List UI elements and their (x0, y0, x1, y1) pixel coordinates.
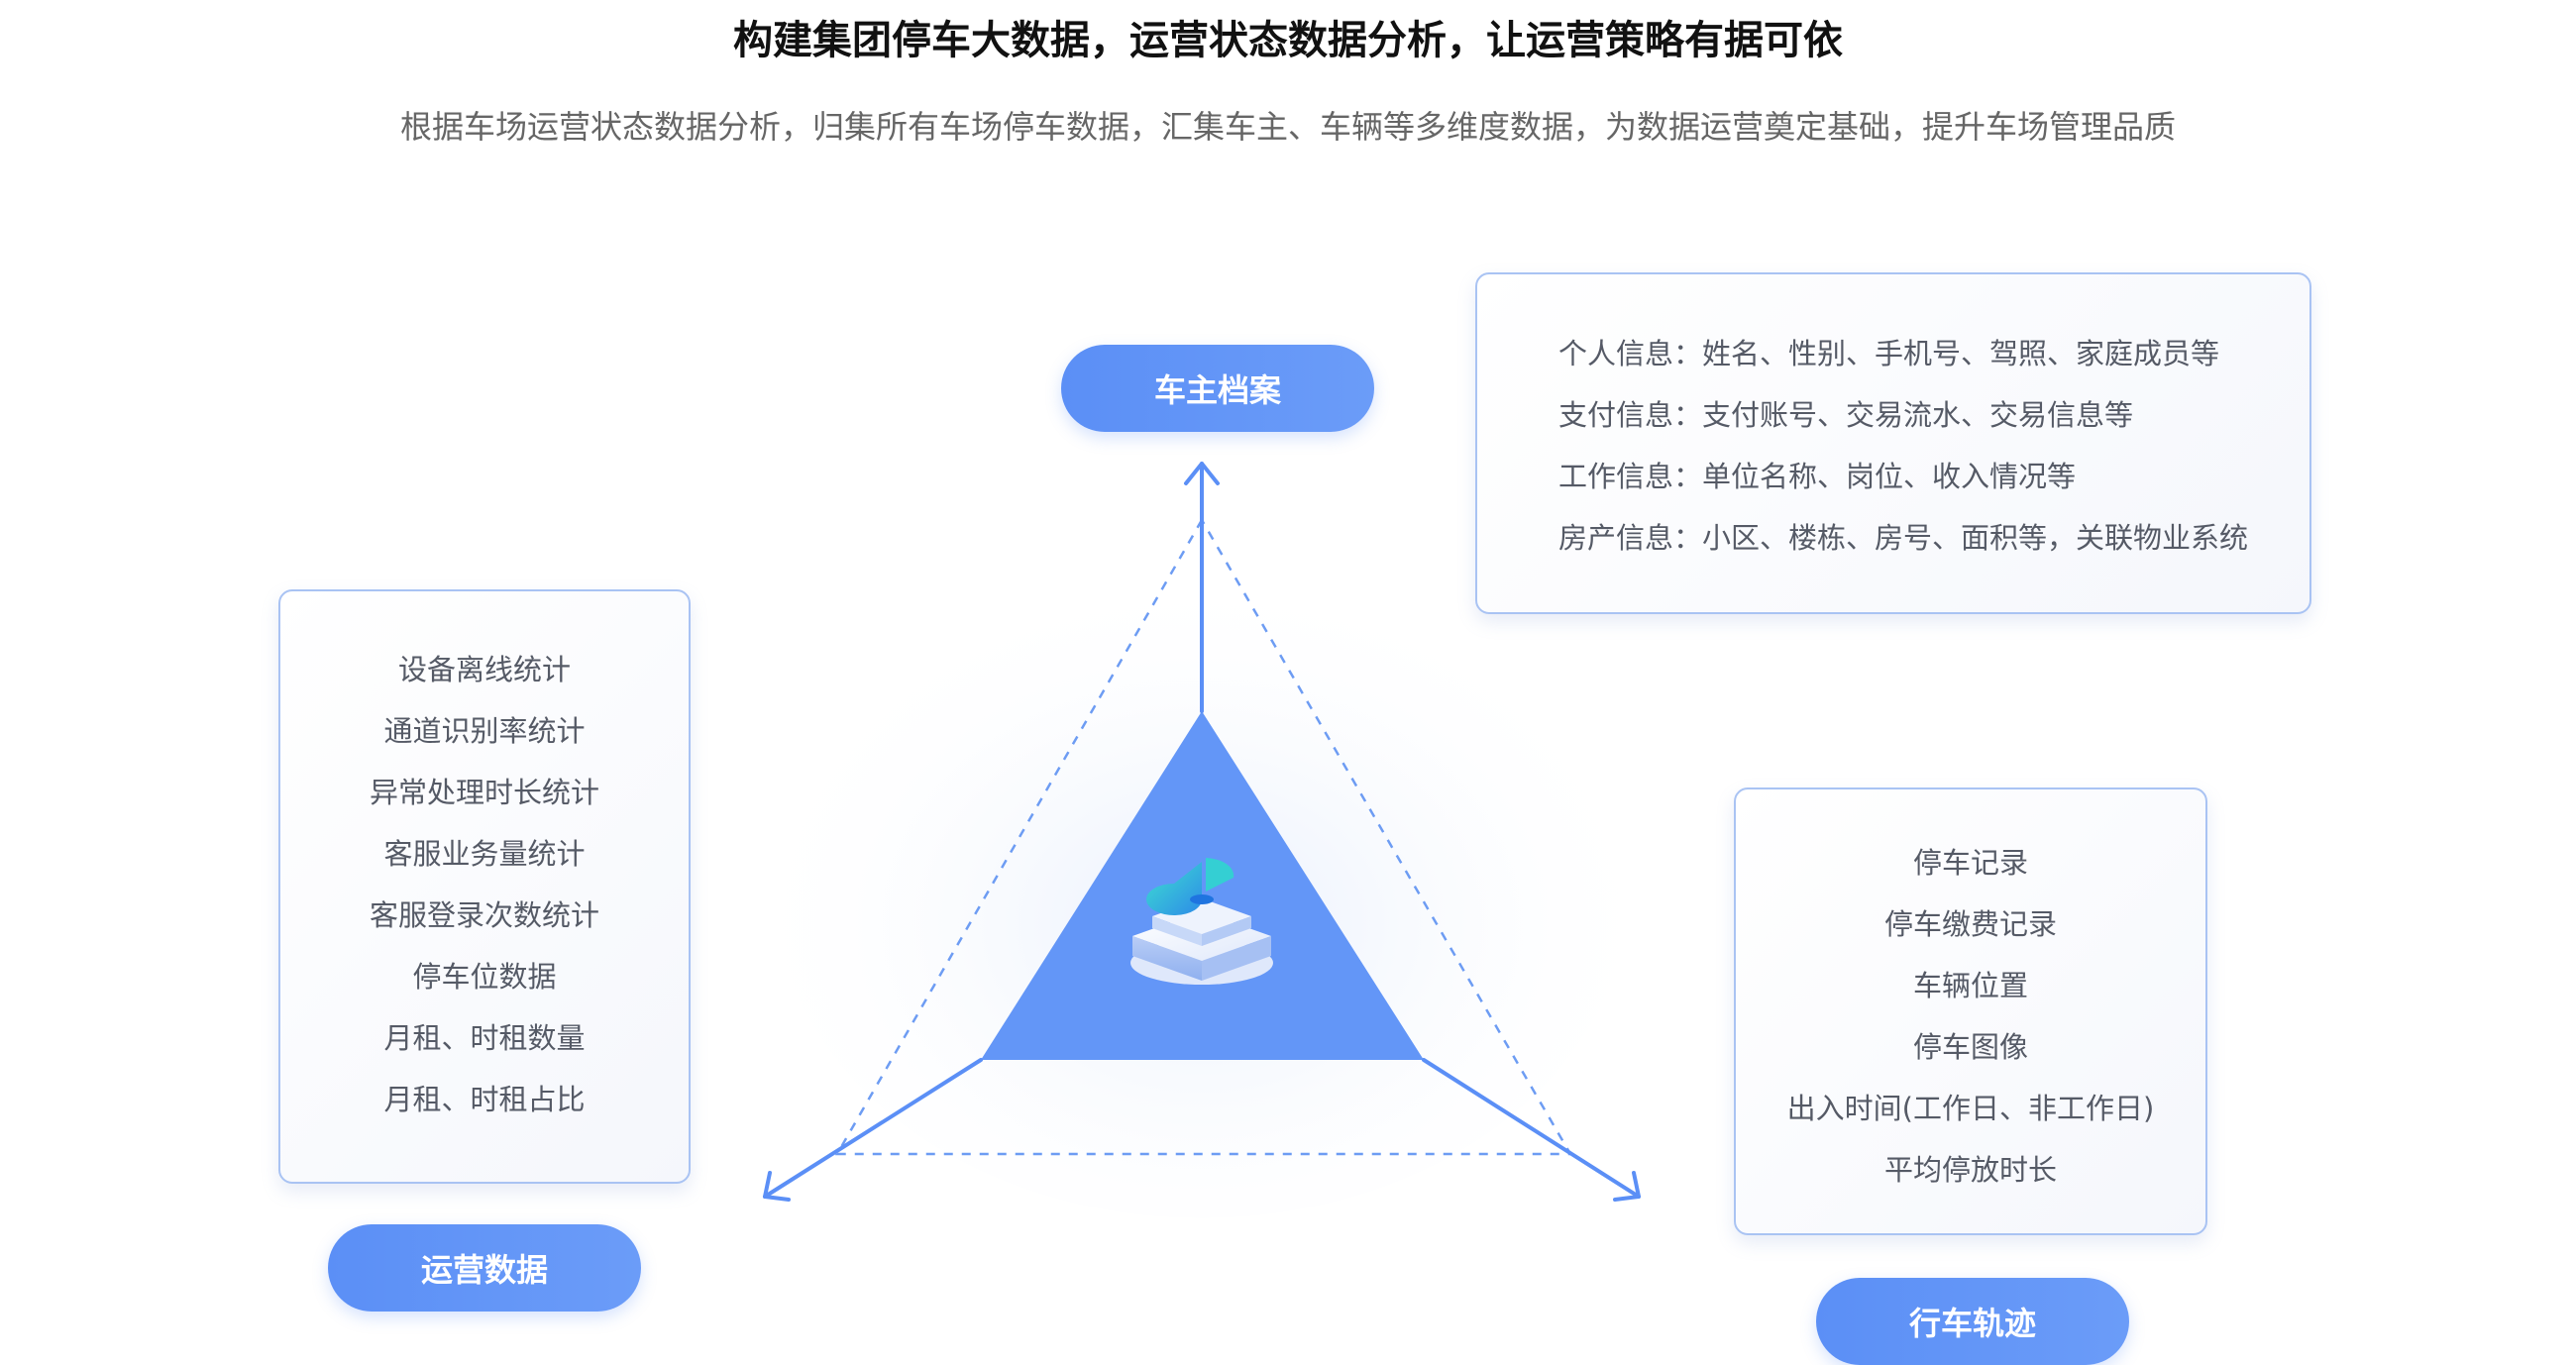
owner-archive-card: 个人信息：姓名、性别、手机号、驾照、家庭成员等 支付信息：支付账号、交易流水、交… (1475, 272, 2311, 614)
list-item: 停车缴费记录 (1883, 907, 2057, 941)
list-item: 停车记录 (1912, 846, 2028, 880)
list-item: 月租、时租数量 (383, 1021, 586, 1055)
owner-archive-label: 车主档案 (1061, 345, 1374, 432)
list-item: 平均停放时长 (1883, 1153, 2057, 1187)
list-item: 设备离线统计 (397, 653, 571, 686)
page-subtitle: 根据车场运营状态数据分析，归集所有车场停车数据，汇集车主、车辆等多维度数据，为数… (399, 108, 2176, 146)
list-item: 个人信息：姓名、性别、手机号、驾照、家庭成员等 (1558, 337, 2220, 370)
arrow-left (763, 1058, 983, 1202)
data-chart-cube-icon (1130, 858, 1273, 985)
list-item: 房产信息：小区、楼栋、房号、面积等，关联物业系统 (1558, 521, 2249, 555)
list-item: 异常处理时长统计 (369, 776, 599, 809)
list-item: 支付信息：支付账号、交易流水、交易信息等 (1558, 398, 2134, 432)
list-item: 通道识别率统计 (383, 714, 586, 748)
list-item: 客服业务量统计 (383, 837, 586, 871)
list-item: 出入时间(工作日、非工作日) (1786, 1092, 2155, 1125)
arrow-up (1184, 462, 1220, 713)
list-item: 停车位数据 (412, 960, 557, 994)
operation-data-label: 运营数据 (328, 1224, 641, 1312)
list-item: 停车图像 (1912, 1030, 2028, 1064)
list-item: 车辆位置 (1912, 969, 2028, 1002)
center-triangle (981, 711, 1424, 1060)
arrow-right (1422, 1058, 1641, 1202)
list-item: 工作信息：单位名称、岗位、收入情况等 (1558, 460, 2077, 493)
driving-track-label: 行车轨迹 (1816, 1278, 2129, 1365)
page-title: 构建集团停车大数据，运营状态数据分析，让运营策略有据可依 (733, 18, 1843, 63)
list-item: 月租、时租占比 (383, 1083, 586, 1116)
list-item: 客服登录次数统计 (369, 898, 599, 932)
operation-data-card: 设备离线统计 通道识别率统计 异常处理时长统计 客服业务量统计 客服登录次数统计… (278, 589, 691, 1184)
driving-track-card: 停车记录 停车缴费记录 车辆位置 停车图像 出入时间(工作日、非工作日) 平均停… (1734, 788, 2207, 1235)
